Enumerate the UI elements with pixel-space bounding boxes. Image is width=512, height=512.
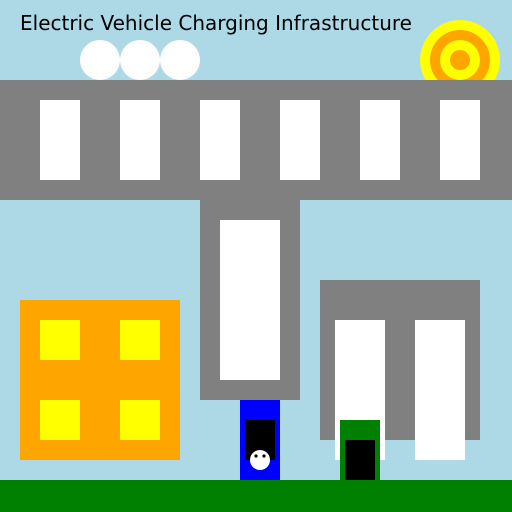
sun-core [450,50,470,70]
canopy-window [40,100,80,180]
cloud-puff [160,40,200,80]
face-head [250,450,270,470]
canopy-roof [0,80,512,200]
face-eye [262,454,266,458]
canopy-window [360,100,400,180]
charging-station-icon [340,420,380,480]
building [20,300,180,460]
building-window [40,320,80,360]
building-window [120,400,160,440]
pillar-panel [220,220,280,380]
page-title: Electric Vehicle Charging Infrastructure [20,11,412,35]
face-icon [250,450,270,470]
building-window [120,320,160,360]
charger-screen [345,440,375,480]
charging-canopy [0,80,512,200]
face-eye [254,454,258,458]
canopy-window [200,100,240,180]
ground [0,480,512,512]
bay-slot [415,320,465,460]
central-pillar [200,195,300,400]
charging-station-icon [240,400,280,480]
canopy-window [280,100,320,180]
canopy-window [440,100,480,180]
cloud-puff [120,40,160,80]
cloud-icon [80,40,200,80]
cloud-puff [80,40,120,80]
building-window [40,400,80,440]
charging-bay [320,280,480,460]
canopy-window [120,100,160,180]
